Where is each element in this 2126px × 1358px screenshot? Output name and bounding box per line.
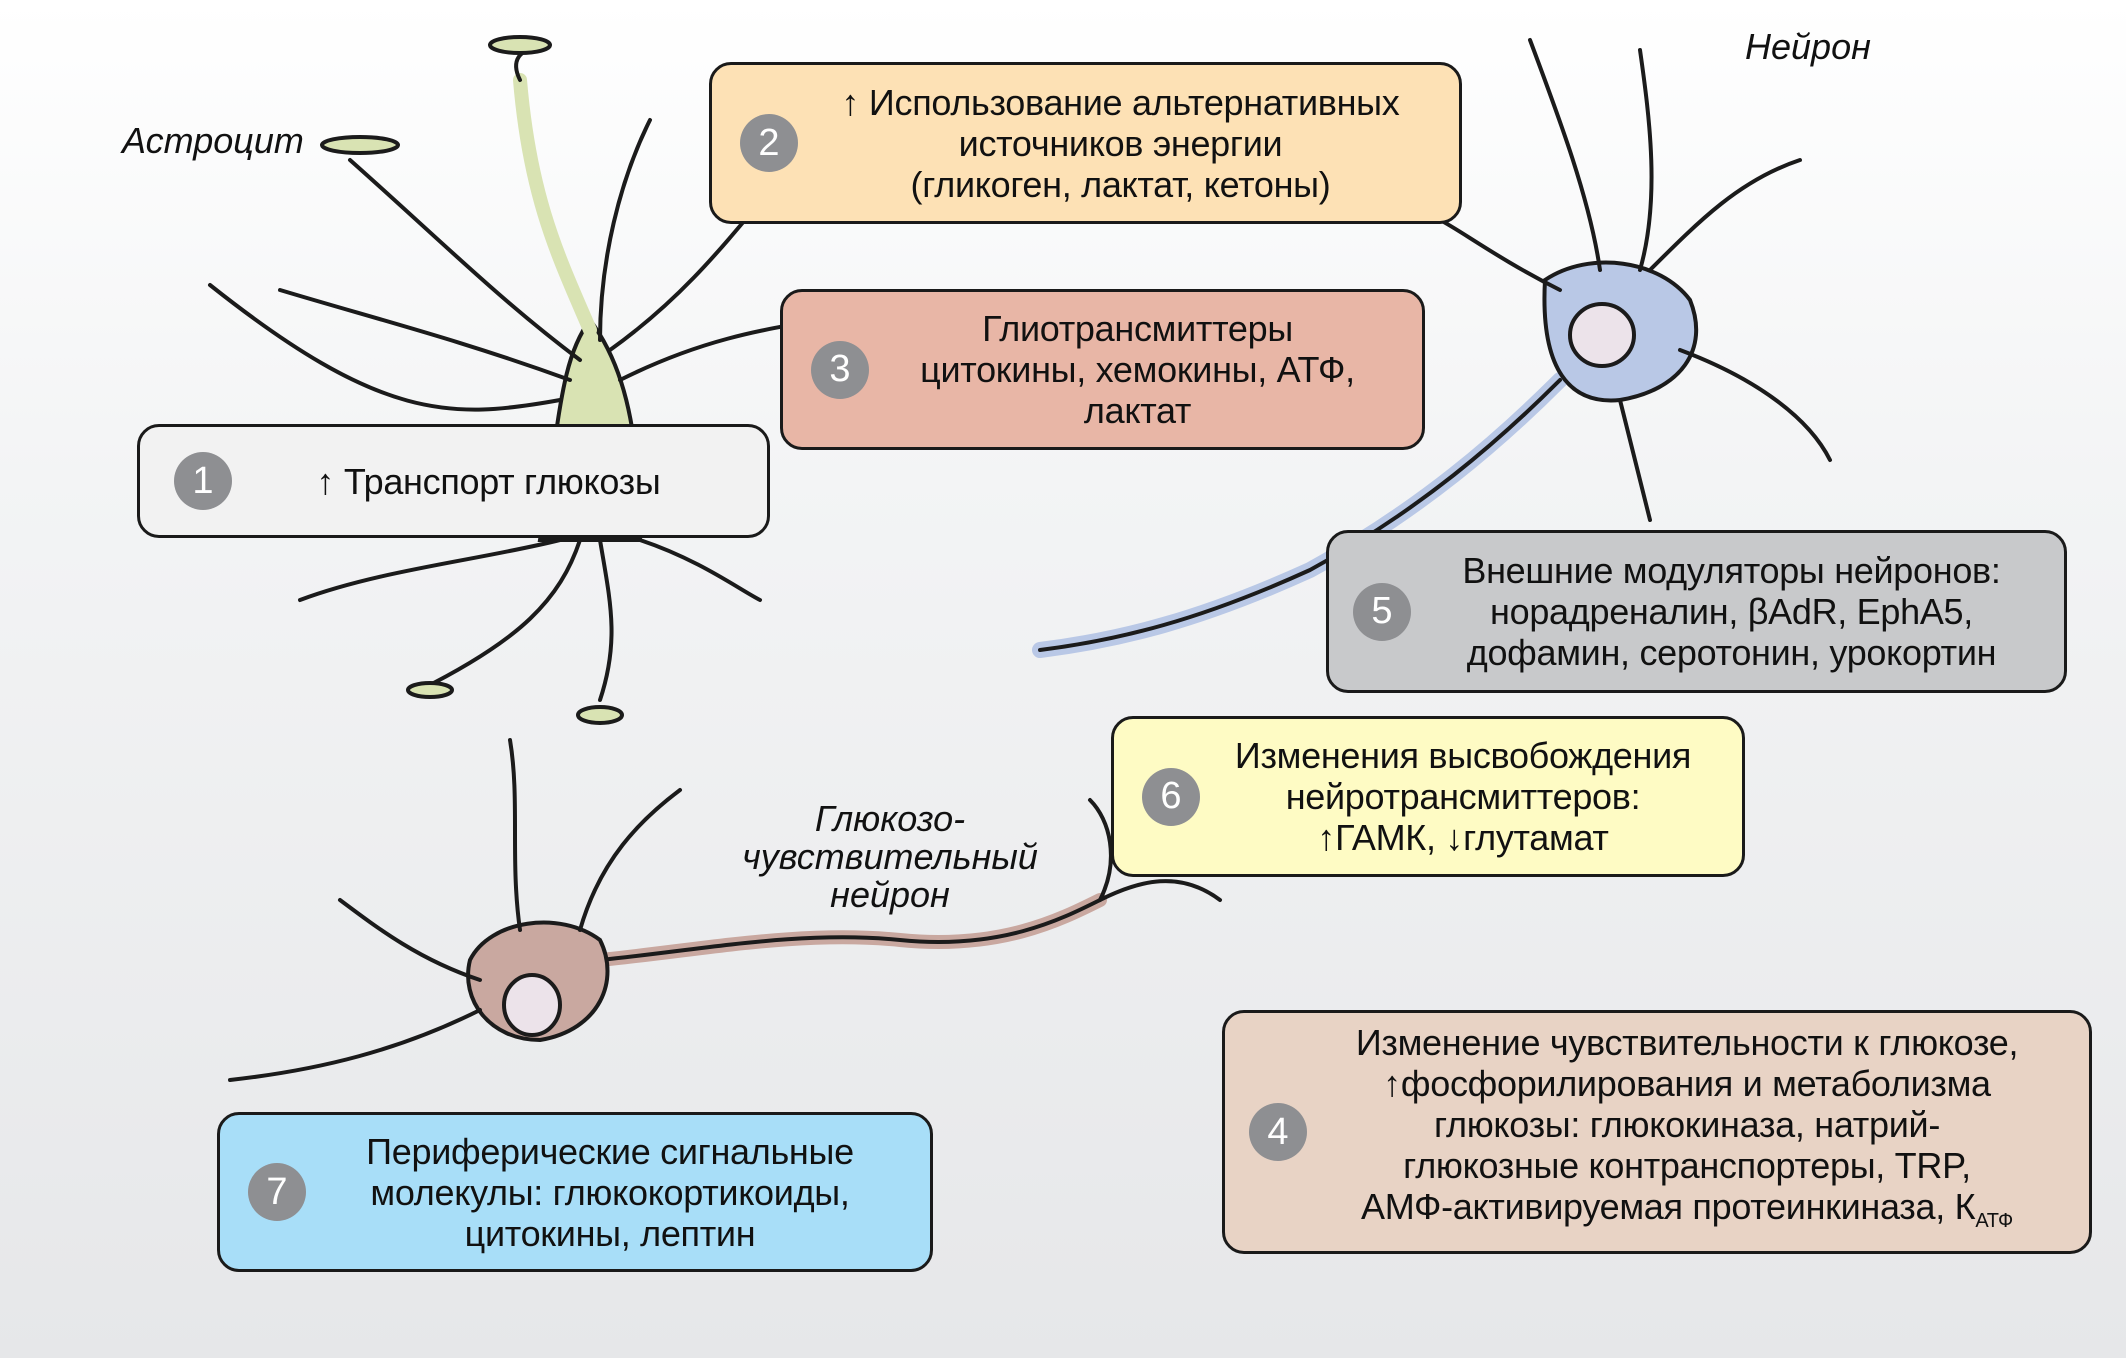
neuron-dendrite xyxy=(1648,158,1802,272)
box-text-line: источников энергии xyxy=(958,122,1283,164)
glucose-sensing-neuron-cell xyxy=(228,738,1222,1082)
badge-number: 7 xyxy=(248,1163,306,1221)
badge-number: 2 xyxy=(740,114,798,172)
box-text-line: цитокины, лептин xyxy=(464,1212,756,1254)
box-text-line: Глиотрансмиттеры xyxy=(982,308,1293,349)
neuron-dendrite xyxy=(1528,38,1602,272)
glucose-neuron-dendrite xyxy=(508,738,522,932)
box-3-gliotransmitters: 3 Глиотрансмиттеры цитокины, хемокины, А… xyxy=(780,289,1425,450)
box-text: Внешние модуляторы нейронов: норадренали… xyxy=(1329,550,2064,673)
neuron-axon-outline xyxy=(1038,378,1562,652)
box-7-peripheral-signals: 7 Периферические сигнальные молекулы: гл… xyxy=(217,1112,933,1272)
box-2-alternative-energy: 2 ↑ Использование альтернативных источни… xyxy=(709,62,1462,224)
neuron-dendrite xyxy=(1438,218,1562,292)
astrocyte-label: Астроцит xyxy=(122,120,304,161)
glucose-neuron-dendrite xyxy=(228,1008,482,1082)
box-6-neurotransmitter-release: 6 Изменения высвобождения нейротрансмитт… xyxy=(1111,716,1745,877)
neuron-dendrite xyxy=(1638,48,1654,272)
box-text-line: Изменение чувствительности к глюкозе, xyxy=(1355,1021,2019,1063)
box-text-line: глюкозы: глюкокиназа, натрий- xyxy=(1433,1103,1941,1145)
astrocyte-process xyxy=(638,538,762,602)
astrocyte-process xyxy=(598,118,652,342)
box-text-line: АМФ-активируемая протеинкиназа, КАТФ xyxy=(1305,1186,2069,1242)
box-text: ↑ Транспорт глюкозы xyxy=(140,461,767,502)
glucose-neuron-dendrite xyxy=(1098,879,1222,902)
neuron-dendrite xyxy=(1618,398,1652,522)
neuron-nucleus xyxy=(1568,302,1636,368)
box-text-line: норадреналин, βAdR, EphA5, xyxy=(1490,591,1973,632)
box-text-line: цитокины, хемокины, АТФ, xyxy=(920,349,1355,390)
astrocyte-process xyxy=(513,73,597,337)
box-4-glucose-sensitivity: 4 Изменение чувствительности к глюкозе, … xyxy=(1222,1010,2092,1254)
badge-number: 3 xyxy=(811,340,869,399)
box-text: Изменение чувствительности к глюкозе, ↑ф… xyxy=(1225,1022,2089,1242)
glucose-neuron-dendrite xyxy=(338,898,482,982)
box-text: Глиотрансмиттеры цитокины, хемокины, АТФ… xyxy=(783,308,1422,431)
badge-number: 5 xyxy=(1353,582,1411,641)
neuron-cell xyxy=(1032,38,1832,658)
glucose-sensing-neuron-label: Глюкозо- чувствительный нейрон xyxy=(730,800,1050,914)
astrocyte-endfoot xyxy=(406,681,454,699)
box-text-line: лактат xyxy=(1083,390,1192,431)
astrocyte-endfoot xyxy=(576,705,624,725)
glucose-neuron-dendrite xyxy=(1088,798,1113,902)
box-text-line-main: АМФ-активируемая протеинкиназа, К xyxy=(1361,1185,1976,1227)
astrocyte-process xyxy=(348,158,582,362)
badge-number: 1 xyxy=(174,452,232,510)
katp-subscript: АТФ xyxy=(1975,1210,2013,1233)
box-text-line: нейротрансмиттеров: xyxy=(1285,776,1641,817)
box-1-glucose-transport: 1 ↑ Транспорт глюкозы xyxy=(137,424,770,538)
box-text-line: ↑ Транспорт глюкозы xyxy=(316,460,661,502)
box-text-line: Изменения высвобождения xyxy=(1234,735,1692,776)
box-text-line: ↑фосфорилирования и метаболизма xyxy=(1383,1062,1991,1104)
box-text-line: Периферические сигнальные xyxy=(366,1130,854,1172)
box-text: ↑ Использование альтернативных источнико… xyxy=(712,82,1459,205)
box-text: Изменения высвобождения нейротрансмиттер… xyxy=(1114,735,1742,858)
glucose-neuron-nucleus xyxy=(502,973,562,1037)
box-text-line: (гликоген, лактат, кетоны) xyxy=(910,163,1331,205)
astrocyte-process xyxy=(278,288,572,382)
box-text-line: ↑ГАМК, ↓глутамат xyxy=(1317,817,1609,858)
box-text-line: молекулы: глюкокортикоиды, xyxy=(370,1171,850,1213)
box-text-line: ↑ Использование альтернативных xyxy=(841,81,1400,123)
glucose-neuron-label-line: нейрон xyxy=(830,874,950,915)
astrocyte-process xyxy=(598,538,614,702)
box-text-line: дофамин, серотонин, урокортин xyxy=(1466,632,1997,673)
box-text-line: глюкозные контранспортеры, TRP, xyxy=(1403,1144,1971,1186)
box-text: Периферические сигнальные молекулы: глюк… xyxy=(220,1131,930,1254)
astrocyte-endfoot xyxy=(320,135,400,155)
astrocyte-endfoot xyxy=(488,35,552,55)
astrocyte-process xyxy=(418,538,582,692)
neuron-dendrite xyxy=(1678,348,1832,462)
astrocyte-process xyxy=(208,283,562,412)
glucose-neuron-label-line: чувствительный xyxy=(742,836,1038,877)
box-text-line: Внешние модуляторы нейронов: xyxy=(1462,550,2001,591)
glucose-neuron-label-line: Глюкозо- xyxy=(814,798,966,839)
badge-number: 6 xyxy=(1142,767,1200,826)
glucose-neuron-axon-outline xyxy=(598,898,1102,962)
box-5-external-modulators: 5 Внешние модуляторы нейронов: норадрена… xyxy=(1326,530,2067,693)
badge-number: 4 xyxy=(1249,1103,1307,1161)
glucose-neuron-dendrite xyxy=(578,788,682,932)
neuron-label: Нейрон xyxy=(1745,26,1871,67)
astrocyte-process xyxy=(298,538,562,602)
